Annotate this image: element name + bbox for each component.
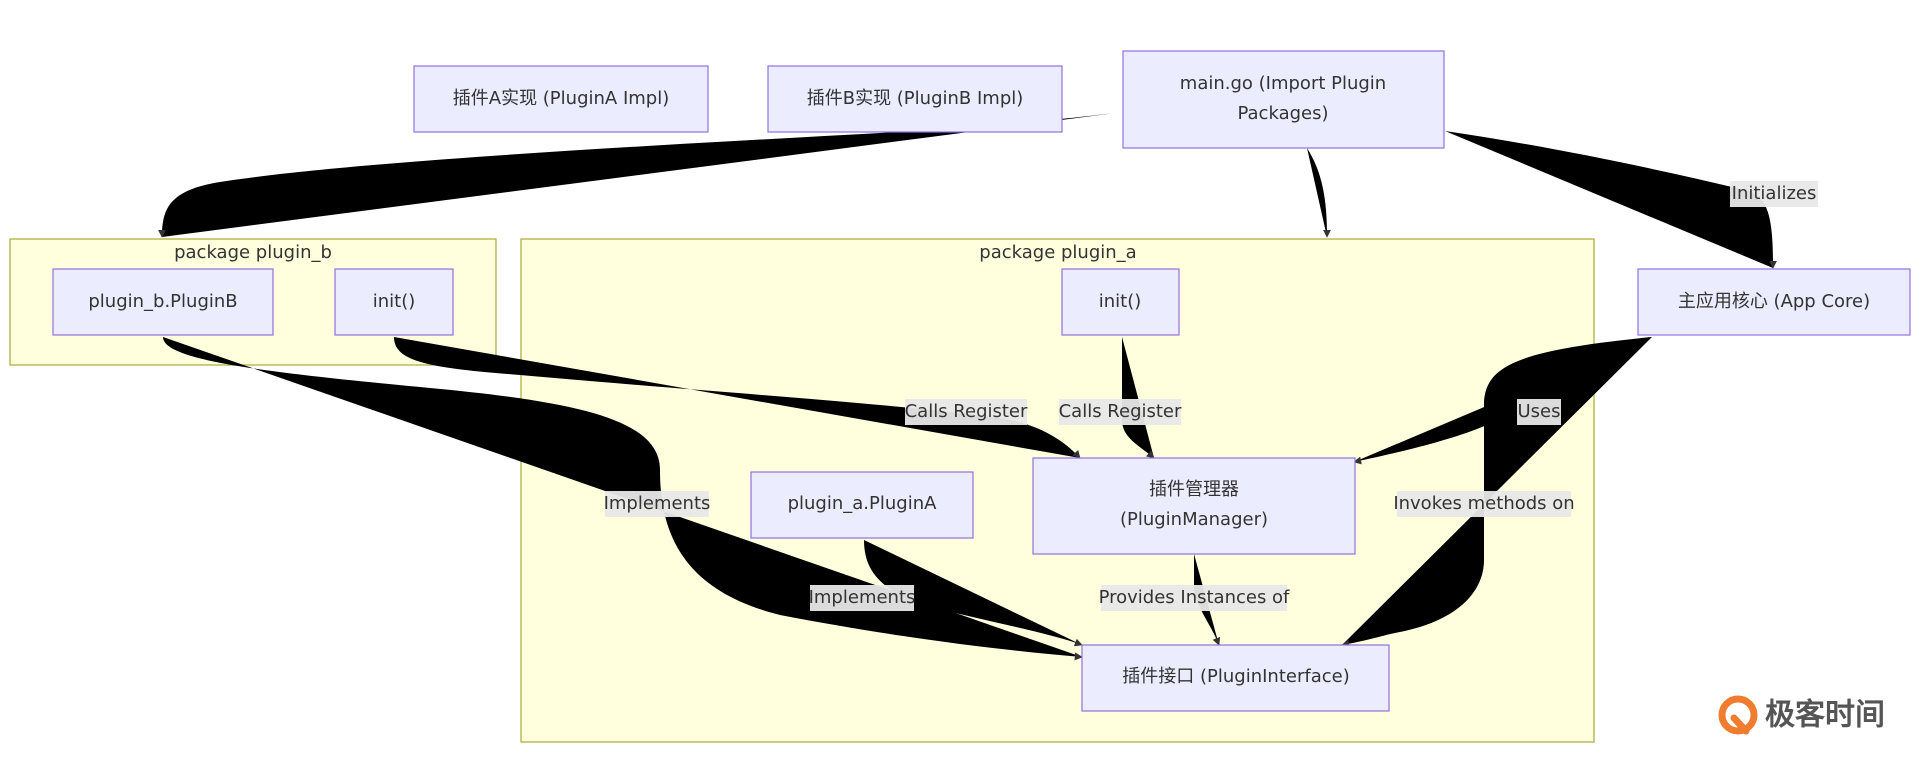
node-label-plugin-b-pluginb: plugin_b.PluginB xyxy=(88,291,237,312)
edge-label-uses: Uses xyxy=(1517,399,1561,425)
edge-b-init-to-manager xyxy=(394,337,1081,459)
edge-a-init-to-manager xyxy=(1122,337,1155,459)
node-label-main-go-line-2: Packages) xyxy=(1237,103,1328,124)
node-label-plugin-a-plugina: plugin_a.PluginA xyxy=(788,493,938,514)
edge-label-implements-a-text: Implements xyxy=(809,587,916,608)
edge-label-provides-instances-of: Provides Instances of xyxy=(1099,585,1290,611)
edge-label-invokes-methods-on: Invokes methods on xyxy=(1393,491,1575,517)
edge-label-calls-register-b-text: Calls Register xyxy=(905,401,1028,422)
geekbang-logo-icon xyxy=(1718,695,1758,735)
cluster-package-plugin-a: package plugin_a xyxy=(520,238,1595,743)
node-plugin-a-plugina: plugin_a.PluginA xyxy=(750,471,974,539)
node-plugin-manager: 插件管理器 (PluginManager) xyxy=(1032,457,1356,555)
edge-label-implements-a: Implements xyxy=(809,585,916,611)
node-plugin-b-pluginb: plugin_b.PluginB xyxy=(52,268,274,336)
edge-label-uses-text: Uses xyxy=(1517,401,1560,422)
node-plugina-impl: 插件A实现 (PluginA Impl) xyxy=(413,65,709,133)
node-label-plugin-b-init: init() xyxy=(373,291,416,312)
node-plugin-interface: 插件接口 (PluginInterface) xyxy=(1081,644,1390,712)
edge-label-provides-instances-of-text: Provides Instances of xyxy=(1099,587,1290,608)
node-label-plugin-interface: 插件接口 (PluginInterface) xyxy=(1122,666,1349,687)
edge-main-to-plugin-a xyxy=(1307,148,1331,238)
edge-main-to-app-core xyxy=(1445,131,1777,269)
node-label-plugin-manager-line-2: (PluginManager) xyxy=(1120,509,1268,530)
edge-label-implements-b-text: Implements xyxy=(604,493,711,514)
edge-label-initializes: Initializes xyxy=(1730,181,1818,207)
geekbang-logo: 极客时间 xyxy=(1718,695,1885,735)
node-label-plugin-manager-line-1: 插件管理器 xyxy=(1149,479,1239,500)
edge-label-calls-register-a-text: Calls Register xyxy=(1059,401,1182,422)
node-pluginb-impl: 插件B实现 (PluginB Impl) xyxy=(767,65,1063,133)
edge-label-initializes-text: Initializes xyxy=(1732,183,1817,204)
cluster-label-plugin-b: package plugin_b xyxy=(174,242,332,263)
edge-label-implements-b: Implements xyxy=(604,491,711,517)
node-plugin-b-init: init() xyxy=(334,268,454,336)
node-app-core: 主应用核心 (App Core) xyxy=(1637,268,1911,336)
geekbang-logo-text: 极客时间 xyxy=(1765,698,1885,733)
node-label-app-core: 主应用核心 (App Core) xyxy=(1678,291,1870,312)
edge-label-calls-register-a: Calls Register xyxy=(1059,399,1182,425)
node-main-go: main.go (Import Plugin Packages) xyxy=(1122,50,1445,149)
node-label-main-go-line-1: main.go (Import Plugin xyxy=(1180,73,1386,94)
node-label-plugina-impl: 插件A实现 (PluginA Impl) xyxy=(453,88,669,109)
edge-label-invokes-methods-on-text: Invokes methods on xyxy=(1393,493,1574,514)
node-label-plugin-a-init: init() xyxy=(1099,291,1142,312)
edge-label-calls-register-b: Calls Register xyxy=(905,399,1028,425)
cluster-label-plugin-a: package plugin_a xyxy=(979,242,1136,263)
node-plugin-a-init: init() xyxy=(1061,268,1180,336)
edge-plugina-implements-interface xyxy=(864,540,1083,647)
node-label-pluginb-impl: 插件B实现 (PluginB Impl) xyxy=(807,88,1024,109)
edge-main-to-plugin-b xyxy=(158,112,1123,238)
